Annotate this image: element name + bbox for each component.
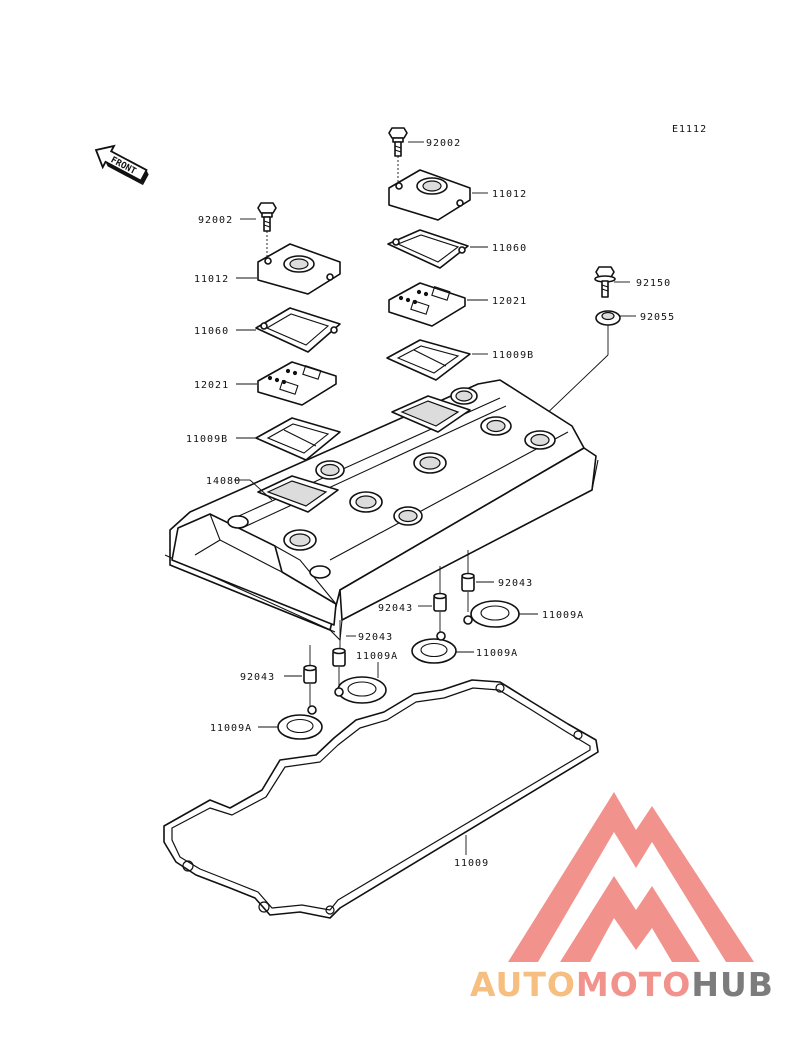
- label-gasket-b-top: 11009B: [492, 350, 534, 361]
- bolt-top-icon: [388, 127, 408, 157]
- ring-4: [277, 705, 323, 740]
- label-dowel-3: 92043: [358, 632, 393, 643]
- logo-wordmark: AUTOMOTOHUB: [470, 965, 774, 1004]
- label-washer-right: 92055: [640, 312, 675, 323]
- gasket-left: [255, 307, 341, 353]
- label-dowel-1: 92043: [498, 578, 533, 589]
- label-main-gasket: 11009: [454, 858, 489, 869]
- dowel-2: [433, 592, 447, 612]
- logo-part-hub: HUB: [691, 965, 774, 1004]
- washer-right: [595, 310, 621, 326]
- gasket-b-top: [386, 339, 471, 381]
- front-arrow-icon: FRONT: [94, 144, 149, 186]
- bolt-left-icon: [257, 202, 277, 232]
- label-dowel-4: 92043: [240, 672, 275, 683]
- ring-1: [463, 600, 520, 628]
- bolt-right-icon: [594, 266, 616, 298]
- label-ring-3: 11009A: [356, 651, 398, 662]
- head-cover: [164, 379, 599, 642]
- main-gasket: [163, 679, 599, 919]
- label-gasket-top: 11060: [492, 243, 527, 254]
- label-dowel-2: 92043: [378, 603, 413, 614]
- automotohub-logo: AUTOMOTOHUB: [470, 792, 774, 1004]
- logo-part-auto: AUTO: [470, 965, 576, 1004]
- dowel-1: [461, 572, 475, 592]
- cover-plate-top: [388, 169, 471, 221]
- label-head-cover: 14080: [206, 476, 241, 487]
- dowel-3: [332, 647, 346, 667]
- ring-3: [334, 676, 387, 704]
- logo-part-moto: MOTO: [576, 965, 691, 1004]
- label-ring-4: 11009A: [210, 723, 252, 734]
- label-bolt-top: 92002: [426, 138, 461, 149]
- label-gasket-left: 11060: [194, 326, 229, 337]
- label-plate-top: 12021: [492, 296, 527, 307]
- label-bolt-left: 92002: [198, 215, 233, 226]
- label-plate-left: 12021: [194, 380, 229, 391]
- label-gasket-b-left: 11009B: [186, 434, 228, 445]
- cover-plate-left: [257, 243, 341, 295]
- label-cover-plate-top: 11012: [492, 189, 527, 200]
- dowel-4: [303, 664, 317, 684]
- ring-2: [411, 631, 457, 664]
- label-cover-plate-left: 11012: [194, 274, 229, 285]
- plate-top: [388, 282, 466, 327]
- plate-left: [257, 361, 337, 406]
- diagram-code: E1112: [672, 124, 707, 135]
- label-ring-2: 11009A: [476, 648, 518, 659]
- gasket-top: [387, 229, 469, 269]
- label-bolt-right: 92150: [636, 278, 671, 289]
- label-ring-1: 11009A: [542, 610, 584, 621]
- gasket-b-left: [255, 417, 341, 461]
